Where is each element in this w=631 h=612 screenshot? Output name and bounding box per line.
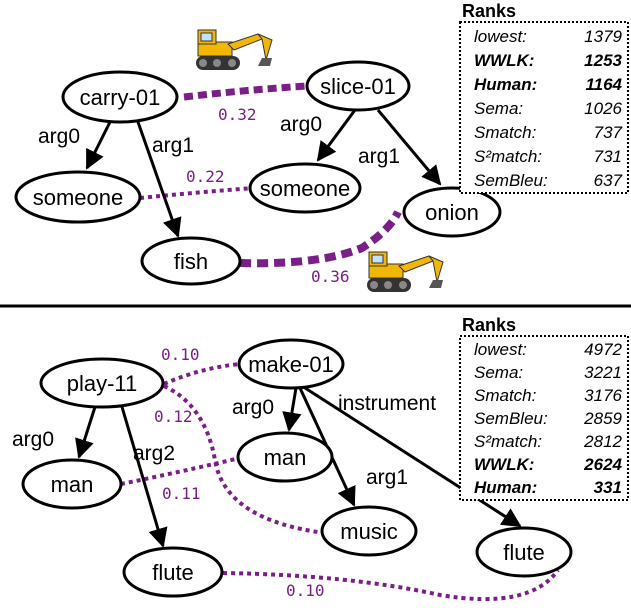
edge-carry-fish	[136, 121, 182, 238]
alignment-weight: 0.10	[286, 581, 325, 600]
node-label: slice-01	[320, 74, 396, 99]
node-label: man	[51, 472, 94, 497]
node-man-left: man	[21, 458, 123, 510]
alignment-weight: 0.22	[186, 167, 225, 186]
node-someone-right: someone	[248, 162, 362, 214]
rank-metric-value: 1026	[584, 99, 622, 118]
node-play-11: play-11	[39, 357, 165, 409]
rank-metric-name: WWLK:	[474, 455, 534, 474]
excavator-icon	[367, 251, 444, 292]
rank-metric-name: WWLK:	[474, 51, 534, 70]
rank-metric-name: SemBleu:	[474, 171, 548, 190]
rank-metric-value: 1379	[584, 27, 622, 46]
edge-label-arg2: arg2	[133, 442, 175, 465]
edge-label-arg1: arg1	[358, 145, 400, 168]
edge-play-man	[75, 406, 97, 459]
node-label: play-11	[67, 371, 138, 396]
alignment-weight: 0.11	[162, 484, 201, 503]
node-music: music	[320, 505, 418, 557]
rank-metric-value: 1164	[585, 75, 622, 94]
node-man-right: man	[236, 431, 334, 483]
node-label: fish	[174, 249, 208, 274]
ranks-title: Ranks	[462, 1, 516, 21]
node-label: carry-01	[80, 85, 161, 110]
node-label: flute	[152, 560, 194, 585]
rank-metric-value: 2859	[583, 409, 622, 428]
node-flute-left: flute	[122, 546, 224, 598]
rank-metric-name: SemBleu:	[474, 409, 548, 428]
top-graph: carry-01 slice-01 someone someone fish o…	[14, 1, 629, 292]
rank-metric-name: Smatch:	[474, 386, 537, 405]
rank-metric-value: 4972	[584, 340, 622, 359]
rank-metric-value: 3176	[584, 386, 622, 405]
node-carry-01: carry-01	[61, 70, 179, 124]
rank-metric-value: 637	[594, 171, 623, 190]
rank-metric-name: Human:	[474, 75, 537, 94]
edge-slice-onion	[376, 109, 442, 186]
node-flute-right: flute	[475, 526, 573, 578]
edge-make-flute	[301, 384, 522, 528]
node-label: onion	[425, 200, 479, 225]
node-label: music	[340, 519, 397, 544]
edge-play-flute	[120, 406, 168, 548]
node-label: man	[264, 445, 307, 470]
rank-metric-name: lowest:	[474, 340, 527, 359]
node-make-01: make-01	[237, 338, 345, 390]
node-slice-01: slice-01	[305, 60, 411, 112]
alignment-fish-onion	[239, 210, 402, 268]
rank-metric-name: lowest:	[474, 27, 527, 46]
rank-metric-value: 1253	[584, 51, 622, 70]
alignment-carry-slice	[183, 82, 307, 101]
edge-slice-someone	[316, 109, 357, 162]
edge-label-arg0: arg0	[232, 396, 274, 419]
rank-metric-name: Human:	[474, 478, 537, 497]
alignment-weight: 0.12	[154, 407, 193, 426]
rank-metric-name: Sema:	[474, 99, 523, 118]
edge-label-arg0: arg0	[280, 113, 322, 136]
edge-label-instrument: instrument	[338, 392, 436, 415]
rank-metric-name: S²match:	[474, 147, 542, 166]
rank-metric-value: 737	[594, 123, 623, 142]
edge-label-arg1: arg1	[366, 466, 408, 489]
rank-metric-value: 731	[594, 147, 622, 166]
node-label: flute	[503, 540, 545, 565]
edge-carry-someone	[85, 121, 112, 170]
alignment-weight: 0.36	[311, 267, 350, 286]
edge-label-arg1: arg1	[152, 134, 194, 157]
edge-label-arg0: arg0	[38, 125, 80, 148]
rank-metric-name: Sema:	[474, 363, 523, 382]
alignment-play-make	[163, 362, 241, 386]
excavator-icon	[196, 29, 273, 70]
node-someone-left: someone	[14, 170, 142, 224]
rank-metric-value: 331	[594, 478, 622, 497]
node-fish: fish	[140, 236, 242, 286]
rank-metric-name: Smatch:	[474, 123, 537, 142]
alignment-weight: 0.32	[218, 105, 257, 124]
rank-metric-value: 3221	[584, 363, 622, 382]
edge-label-arg0: arg0	[12, 428, 54, 451]
alignment-flute-flute	[222, 568, 560, 602]
node-onion: onion	[402, 186, 502, 238]
rank-metric-value: 2812	[583, 432, 622, 451]
bottom-graph: play-11 make-01 man man flute music flut…	[12, 315, 629, 602]
node-label: someone	[260, 176, 351, 201]
ranks-title: Ranks	[462, 315, 516, 335]
alignment-someone-someone	[139, 186, 255, 200]
rank-metric-name: S²match:	[474, 432, 542, 451]
alignment-weight: 0.10	[161, 345, 200, 364]
node-label: make-01	[248, 352, 334, 377]
rank-metric-value: 2624	[583, 455, 622, 474]
edge-make-man	[282, 387, 302, 432]
node-label: someone	[33, 185, 124, 210]
